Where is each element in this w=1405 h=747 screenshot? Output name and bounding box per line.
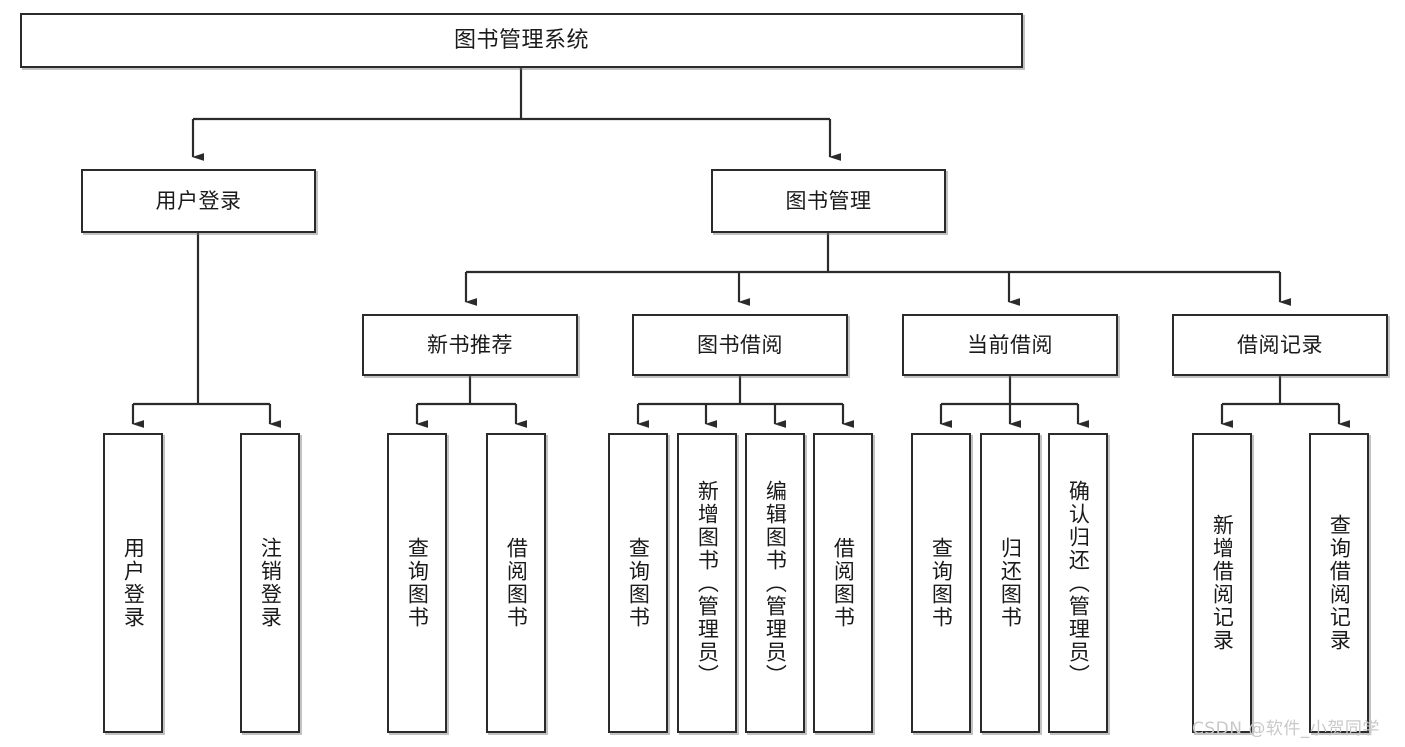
node-label: 查询图书 [929, 537, 954, 629]
node-label: 图书借阅 [697, 332, 783, 357]
leaf-current-return-book[interactable]: 归还图书 [980, 433, 1040, 733]
node-new-book-recommend[interactable]: 新书推荐 [362, 314, 578, 376]
leaf-record-query-record[interactable]: 查询借阅记录 [1309, 433, 1369, 733]
node-root-system[interactable]: 图书管理系统 [20, 13, 1023, 68]
leaf-borrow-query-book[interactable]: 查询图书 [608, 433, 668, 733]
node-label: 确认归还（管理员） [1066, 479, 1091, 687]
node-label: 当前借阅 [967, 332, 1053, 357]
node-label: 查询图书 [405, 537, 430, 629]
node-label: 用户登录 [121, 537, 146, 629]
leaf-user-logout[interactable]: 注销登录 [240, 433, 300, 733]
node-label: 编辑图书（管理员） [763, 479, 788, 687]
node-label: 查询图书 [626, 537, 651, 629]
node-label: 图书管理系统 [453, 27, 589, 53]
node-label: 用户登录 [155, 188, 242, 213]
node-label: 图书管理 [785, 188, 872, 213]
node-label: 借阅图书 [831, 537, 856, 629]
leaf-recommend-query-book[interactable]: 查询图书 [387, 433, 447, 733]
leaf-current-query-book[interactable]: 查询图书 [911, 433, 971, 733]
node-label: 新书推荐 [427, 332, 513, 357]
leaf-borrow-edit-book-admin[interactable]: 编辑图书（管理员） [745, 433, 805, 733]
node-label: 新增借阅记录 [1210, 514, 1235, 652]
leaf-borrow-add-book-admin[interactable]: 新增图书（管理员） [677, 433, 737, 733]
leaf-current-confirm-return-admin[interactable]: 确认归还（管理员） [1048, 433, 1108, 733]
node-label: 归还图书 [998, 537, 1023, 629]
node-borrow-record[interactable]: 借阅记录 [1172, 314, 1388, 376]
node-book-management[interactable]: 图书管理 [711, 169, 946, 233]
node-label: 借阅记录 [1237, 332, 1323, 357]
node-current-borrow[interactable]: 当前借阅 [902, 314, 1118, 376]
leaf-recommend-borrow-book[interactable]: 借阅图书 [486, 433, 546, 733]
node-label: 注销登录 [258, 537, 283, 629]
leaf-user-login[interactable]: 用户登录 [103, 433, 163, 733]
node-label: 借阅图书 [504, 537, 529, 629]
leaf-record-add-record[interactable]: 新增借阅记录 [1192, 433, 1252, 733]
node-user-login[interactable]: 用户登录 [81, 169, 316, 233]
node-label: 新增图书（管理员） [695, 479, 720, 687]
node-label: 查询借阅记录 [1327, 514, 1352, 652]
watermark-text: CSDN @软件_小贺同学 [1192, 719, 1380, 739]
leaf-borrow-borrow-book[interactable]: 借阅图书 [813, 433, 873, 733]
node-book-borrow[interactable]: 图书借阅 [632, 314, 848, 376]
